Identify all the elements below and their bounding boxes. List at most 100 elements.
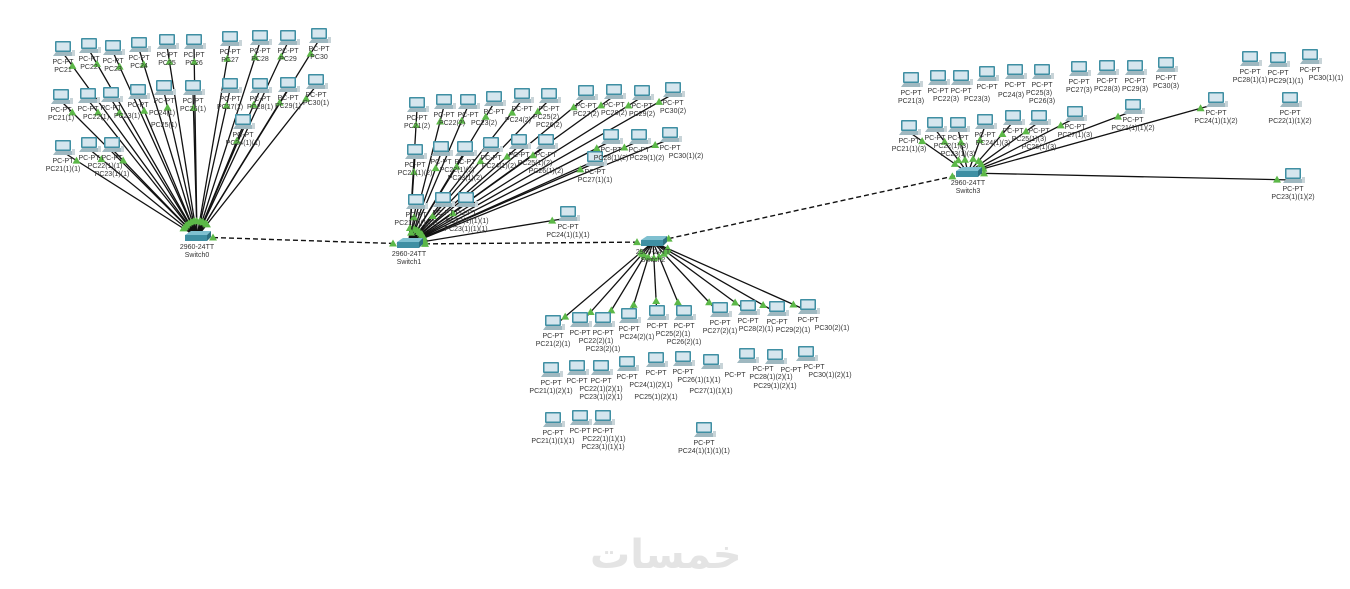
- pc-node[interactable]: [406, 194, 428, 209]
- switch-switch1[interactable]: [397, 238, 423, 248]
- ethernet-link[interactable]: [196, 89, 231, 238]
- pc-node[interactable]: [899, 120, 921, 135]
- pc-node[interactable]: [558, 206, 580, 221]
- pc-node[interactable]: [306, 74, 328, 89]
- pc-node[interactable]: [78, 88, 100, 103]
- ethernet-link[interactable]: [112, 51, 198, 238]
- pc-node[interactable]: [1065, 106, 1087, 121]
- ethernet-link[interactable]: [88, 148, 198, 238]
- pc-node[interactable]: [1003, 110, 1025, 125]
- ethernet-link[interactable]: [111, 148, 198, 238]
- pc-node[interactable]: [604, 84, 626, 99]
- ethernet-link[interactable]: [408, 93, 674, 245]
- ethernet-link[interactable]: [88, 49, 198, 238]
- pc-node[interactable]: [674, 305, 696, 320]
- pc-node[interactable]: [250, 78, 272, 93]
- ethernet-link[interactable]: [957, 128, 969, 174]
- pc-node[interactable]: [576, 85, 598, 100]
- pc-node[interactable]: [53, 41, 75, 56]
- trunk-link-switch1-switch2[interactable]: [408, 241, 654, 245]
- pc-node[interactable]: [701, 354, 723, 369]
- pc-node[interactable]: [798, 299, 820, 314]
- pc-node[interactable]: [928, 70, 950, 85]
- pc-node[interactable]: [233, 114, 255, 129]
- pc-node[interactable]: [629, 129, 651, 144]
- pc-node[interactable]: [129, 37, 151, 52]
- ethernet-link[interactable]: [408, 162, 596, 245]
- pc-node[interactable]: [455, 141, 477, 156]
- ethernet-link[interactable]: [408, 140, 612, 245]
- pc-node[interactable]: [1268, 52, 1290, 67]
- pc-node[interactable]: [694, 422, 716, 437]
- switch-switch2[interactable]: [641, 236, 667, 246]
- ethernet-link[interactable]: [967, 121, 1014, 174]
- pc-node[interactable]: [102, 137, 124, 152]
- pc-node[interactable]: [434, 94, 456, 109]
- ethernet-link[interactable]: [196, 85, 317, 238]
- pc-node[interactable]: [1029, 110, 1051, 125]
- ethernet-link[interactable]: [87, 99, 198, 238]
- pc-node[interactable]: [647, 305, 669, 320]
- ethernet-link[interactable]: [163, 91, 198, 238]
- ethernet-link[interactable]: [408, 105, 445, 245]
- pc-node[interactable]: [405, 144, 427, 159]
- pc-node[interactable]: [250, 30, 272, 45]
- pc-node[interactable]: [220, 78, 242, 93]
- ethernet-link[interactable]: [967, 117, 1076, 174]
- pc-node[interactable]: [484, 91, 506, 106]
- trunk-link-switch0-switch1[interactable]: [196, 236, 410, 245]
- pc-node[interactable]: [278, 30, 300, 45]
- pc-node[interactable]: [543, 412, 565, 427]
- pc-node[interactable]: [79, 38, 101, 53]
- pc-node[interactable]: [278, 77, 300, 92]
- ethernet-link[interactable]: [552, 241, 654, 328]
- pc-node[interactable]: [53, 140, 75, 155]
- pc-node[interactable]: [1156, 57, 1178, 72]
- ethernet-link[interactable]: [967, 103, 1217, 174]
- pc-node[interactable]: [128, 84, 150, 99]
- ethernet-link[interactable]: [408, 217, 569, 245]
- pc-node[interactable]: [431, 141, 453, 156]
- pc-node[interactable]: [663, 82, 685, 97]
- pc-node[interactable]: [1125, 60, 1147, 75]
- pc-node[interactable]: [619, 308, 641, 323]
- ethernet-link[interactable]: [62, 151, 198, 238]
- pc-node[interactable]: [1206, 92, 1228, 107]
- pc-node[interactable]: [601, 129, 623, 144]
- pc-node[interactable]: [51, 89, 73, 104]
- pc-node[interactable]: [1283, 168, 1305, 183]
- pc-node[interactable]: [220, 31, 242, 46]
- pc-node[interactable]: [1300, 49, 1322, 64]
- ethernet-link[interactable]: [408, 99, 550, 245]
- pc-node[interactable]: [632, 85, 654, 100]
- pc-node[interactable]: [407, 97, 429, 112]
- pc-node[interactable]: [101, 87, 123, 102]
- ethernet-link[interactable]: [62, 52, 198, 238]
- trunk-link-switch2-switch3[interactable]: [652, 172, 969, 243]
- pc-node[interactable]: [433, 192, 455, 207]
- pc-node[interactable]: [509, 134, 531, 149]
- pc-node[interactable]: [512, 88, 534, 103]
- pc-node[interactable]: [541, 362, 563, 377]
- pc-node[interactable]: [539, 88, 561, 103]
- pc-node[interactable]: [737, 348, 759, 363]
- pc-node[interactable]: [977, 66, 999, 81]
- ethernet-link[interactable]: [196, 88, 289, 238]
- ethernet-link[interactable]: [166, 45, 198, 238]
- ethernet-link[interactable]: [967, 172, 1294, 181]
- pc-node[interactable]: [593, 312, 615, 327]
- pc-node[interactable]: [710, 302, 732, 317]
- pc-node[interactable]: [157, 34, 179, 49]
- pc-node[interactable]: [765, 349, 787, 364]
- pc-node[interactable]: [567, 360, 589, 375]
- pc-node[interactable]: [570, 312, 592, 327]
- ethernet-link[interactable]: [652, 241, 809, 312]
- pc-node[interactable]: [646, 352, 668, 367]
- ethernet-link[interactable]: [196, 41, 289, 238]
- pc-node[interactable]: [951, 70, 973, 85]
- pc-node[interactable]: [543, 315, 565, 330]
- ethernet-link[interactable]: [408, 99, 523, 245]
- pc-node[interactable]: [184, 34, 206, 49]
- ethernet-link[interactable]: [408, 203, 444, 245]
